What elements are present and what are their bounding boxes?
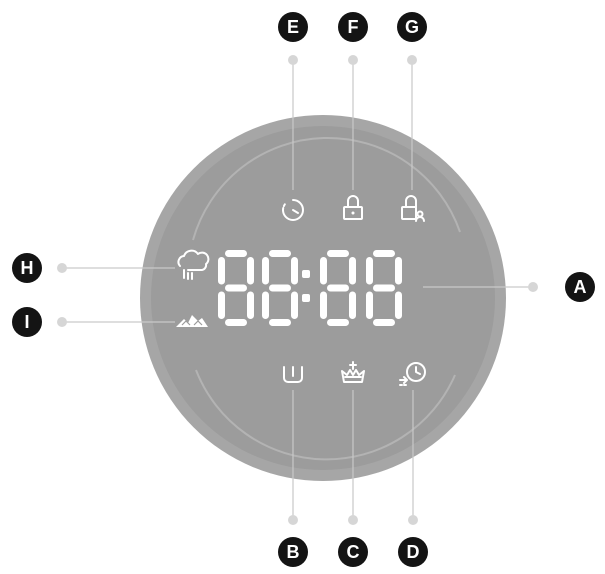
segment-d	[373, 319, 395, 326]
callout-b-label: B	[287, 542, 300, 562]
lock-icon	[343, 195, 363, 220]
segment-b	[395, 257, 402, 285]
callout-a: A	[565, 272, 595, 302]
timer-icon	[282, 199, 304, 221]
callout-d-label: D	[407, 542, 420, 562]
callout-e-label: E	[287, 17, 299, 37]
callout-i: I	[12, 307, 42, 337]
segment-f	[366, 257, 373, 285]
leader-dot-e	[288, 55, 298, 65]
segment-e	[218, 291, 225, 319]
pump-icon	[283, 366, 303, 383]
callout-g: G	[397, 12, 427, 42]
callout-a-label: A	[574, 277, 587, 297]
segment-e	[366, 291, 373, 319]
leader-dot-f	[348, 55, 358, 65]
segment-d	[225, 319, 247, 326]
display-digit-1	[218, 250, 254, 326]
callout-d: D	[398, 537, 428, 567]
segment-e	[320, 291, 327, 319]
segment-f	[320, 257, 327, 285]
callout-b: B	[278, 537, 308, 567]
leader-dot-g	[407, 55, 417, 65]
segment-a	[373, 250, 395, 257]
callout-h-label: H	[21, 258, 34, 278]
callout-c: C	[338, 537, 368, 567]
callout-e: E	[278, 12, 308, 42]
segment-c	[247, 291, 254, 319]
callout-c-label: C	[347, 542, 360, 562]
delay-icon	[399, 362, 426, 386]
display-colon-dot-2	[302, 294, 310, 302]
segment-e	[262, 291, 269, 319]
segment-b	[291, 257, 298, 285]
digital-display	[218, 250, 402, 326]
segment-f	[262, 257, 269, 285]
segment-d	[269, 319, 291, 326]
callout-f-label: F	[348, 17, 359, 37]
bath-icon	[341, 361, 365, 383]
callout-g-label: G	[405, 17, 419, 37]
leader-dot-c	[348, 515, 358, 525]
segment-c	[349, 291, 356, 319]
segment-c	[395, 291, 402, 319]
segment-d	[327, 319, 349, 326]
segment-g	[225, 284, 247, 292]
leader-dot-h	[57, 263, 67, 273]
callout-badges: E F G H I A B C	[12, 12, 595, 567]
display-digit-4	[366, 250, 402, 326]
segment-a	[225, 250, 247, 257]
callout-i-label: I	[24, 312, 29, 332]
segment-a	[269, 250, 291, 257]
display-digit-3	[320, 250, 356, 326]
panel-upper-ring	[192, 137, 461, 241]
segment-g	[373, 284, 395, 292]
leader-dot-d	[408, 515, 418, 525]
display-colon-dot-1	[302, 270, 310, 278]
leader-dot-b	[288, 515, 298, 525]
callout-h: H	[12, 253, 42, 283]
segment-g	[327, 284, 349, 292]
child-lock-icon	[401, 195, 425, 222]
leader-dot-i	[57, 317, 67, 327]
segment-c	[291, 291, 298, 319]
callout-f: F	[338, 12, 368, 42]
segment-f	[218, 257, 225, 285]
panel-lower-ring	[195, 369, 456, 461]
leader-lines	[57, 55, 538, 525]
segment-g	[269, 284, 291, 292]
segment-a	[327, 250, 349, 257]
heat-icon	[176, 315, 208, 327]
display-digit-2	[262, 250, 298, 326]
leader-dot-a	[528, 282, 538, 292]
steam-cloud-icon	[177, 249, 210, 280]
segment-b	[247, 257, 254, 285]
segment-b	[349, 257, 356, 285]
